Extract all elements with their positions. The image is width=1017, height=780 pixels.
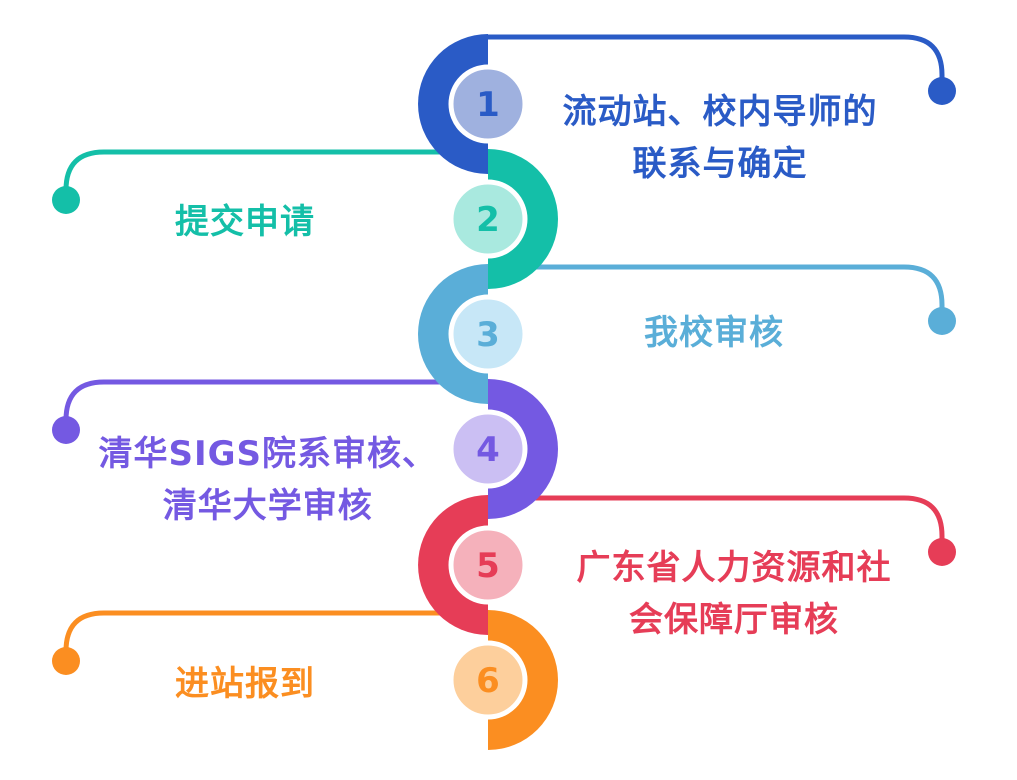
step-label-3-line-1: 我校审核: [644, 313, 784, 353]
step-circle-3: [448, 294, 528, 374]
step-number-1: 1: [476, 85, 500, 125]
connector-1: [485, 34, 945, 88]
step-label-4-line-2: 清华大学审核: [162, 486, 373, 526]
step-label-4-line-1: 清华SIGS院系审核、: [98, 434, 438, 474]
step-label-5-line-1: 广东省人力资源和社: [576, 548, 892, 588]
step-number-6: 6: [476, 661, 500, 701]
connector-dot-3: [928, 307, 956, 335]
connectors: [52, 34, 956, 675]
step-label-6: 进站报到: [175, 658, 315, 710]
connector-3: [485, 264, 945, 318]
connector-dot-6: [52, 647, 80, 675]
step-number-2: 2: [476, 200, 500, 240]
step-label-2: 提交申请: [175, 196, 315, 248]
connector-dot-4: [52, 416, 80, 444]
connector-4: [63, 379, 491, 425]
connector-2: [63, 149, 491, 195]
step-circle-2: [448, 179, 528, 259]
connector-6: [63, 610, 491, 656]
step-circle-1: [448, 64, 528, 144]
step-number-5: 5: [476, 546, 500, 586]
connector-dot-1: [928, 77, 956, 105]
step-circle-4: [448, 409, 528, 489]
step-label-3: 我校审核: [644, 307, 784, 359]
step-number-4: 4: [476, 430, 500, 470]
step-label-5-line-2: 会保障厅审核: [629, 600, 839, 640]
step-circle-5: [448, 525, 528, 605]
step-number-3: 3: [476, 315, 500, 355]
step-label-2-line-1: 提交申请: [175, 202, 315, 242]
step-label-6-line-1: 进站报到: [175, 664, 315, 704]
number-circles: 1 2 3 4 5 6: [448, 64, 528, 720]
step-label-1: 流动站、校内导师的联系与确定: [563, 86, 878, 190]
connector-dot-2: [52, 186, 80, 214]
step-label-5: 广东省人力资源和社会保障厅审核: [577, 542, 892, 646]
connector-5: [485, 495, 945, 549]
step-label-1-line-2: 联系与确定: [632, 144, 808, 184]
step-circle-6: [448, 640, 528, 720]
step-label-4: 清华SIGS院系审核、清华大学审核: [99, 428, 438, 532]
step-label-1-line-1: 流动站、校内导师的: [562, 92, 878, 132]
connector-dot-5: [928, 538, 956, 566]
